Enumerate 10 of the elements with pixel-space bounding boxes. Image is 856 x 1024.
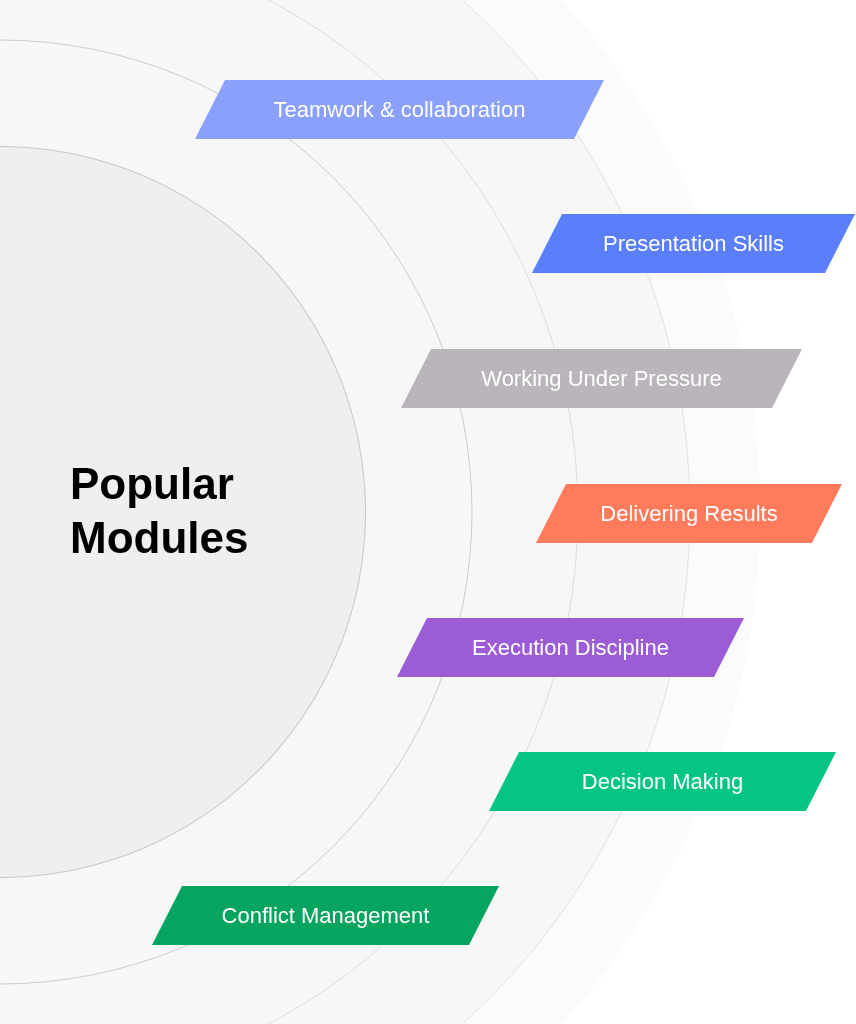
module-tag [397, 618, 744, 677]
module-tag [532, 214, 855, 273]
module-label: Teamwork & collaboration [273, 96, 526, 124]
module-label: Execution Discipline [472, 634, 669, 662]
module-label: Presentation Skills [603, 230, 784, 258]
center-title: Popular Modules [70, 458, 250, 564]
module-label: Decision Making [581, 768, 744, 796]
module-label: Working Under Pressure [481, 365, 722, 393]
module-label: Delivering Results [600, 500, 778, 528]
module-label: Conflict Management [221, 902, 430, 930]
